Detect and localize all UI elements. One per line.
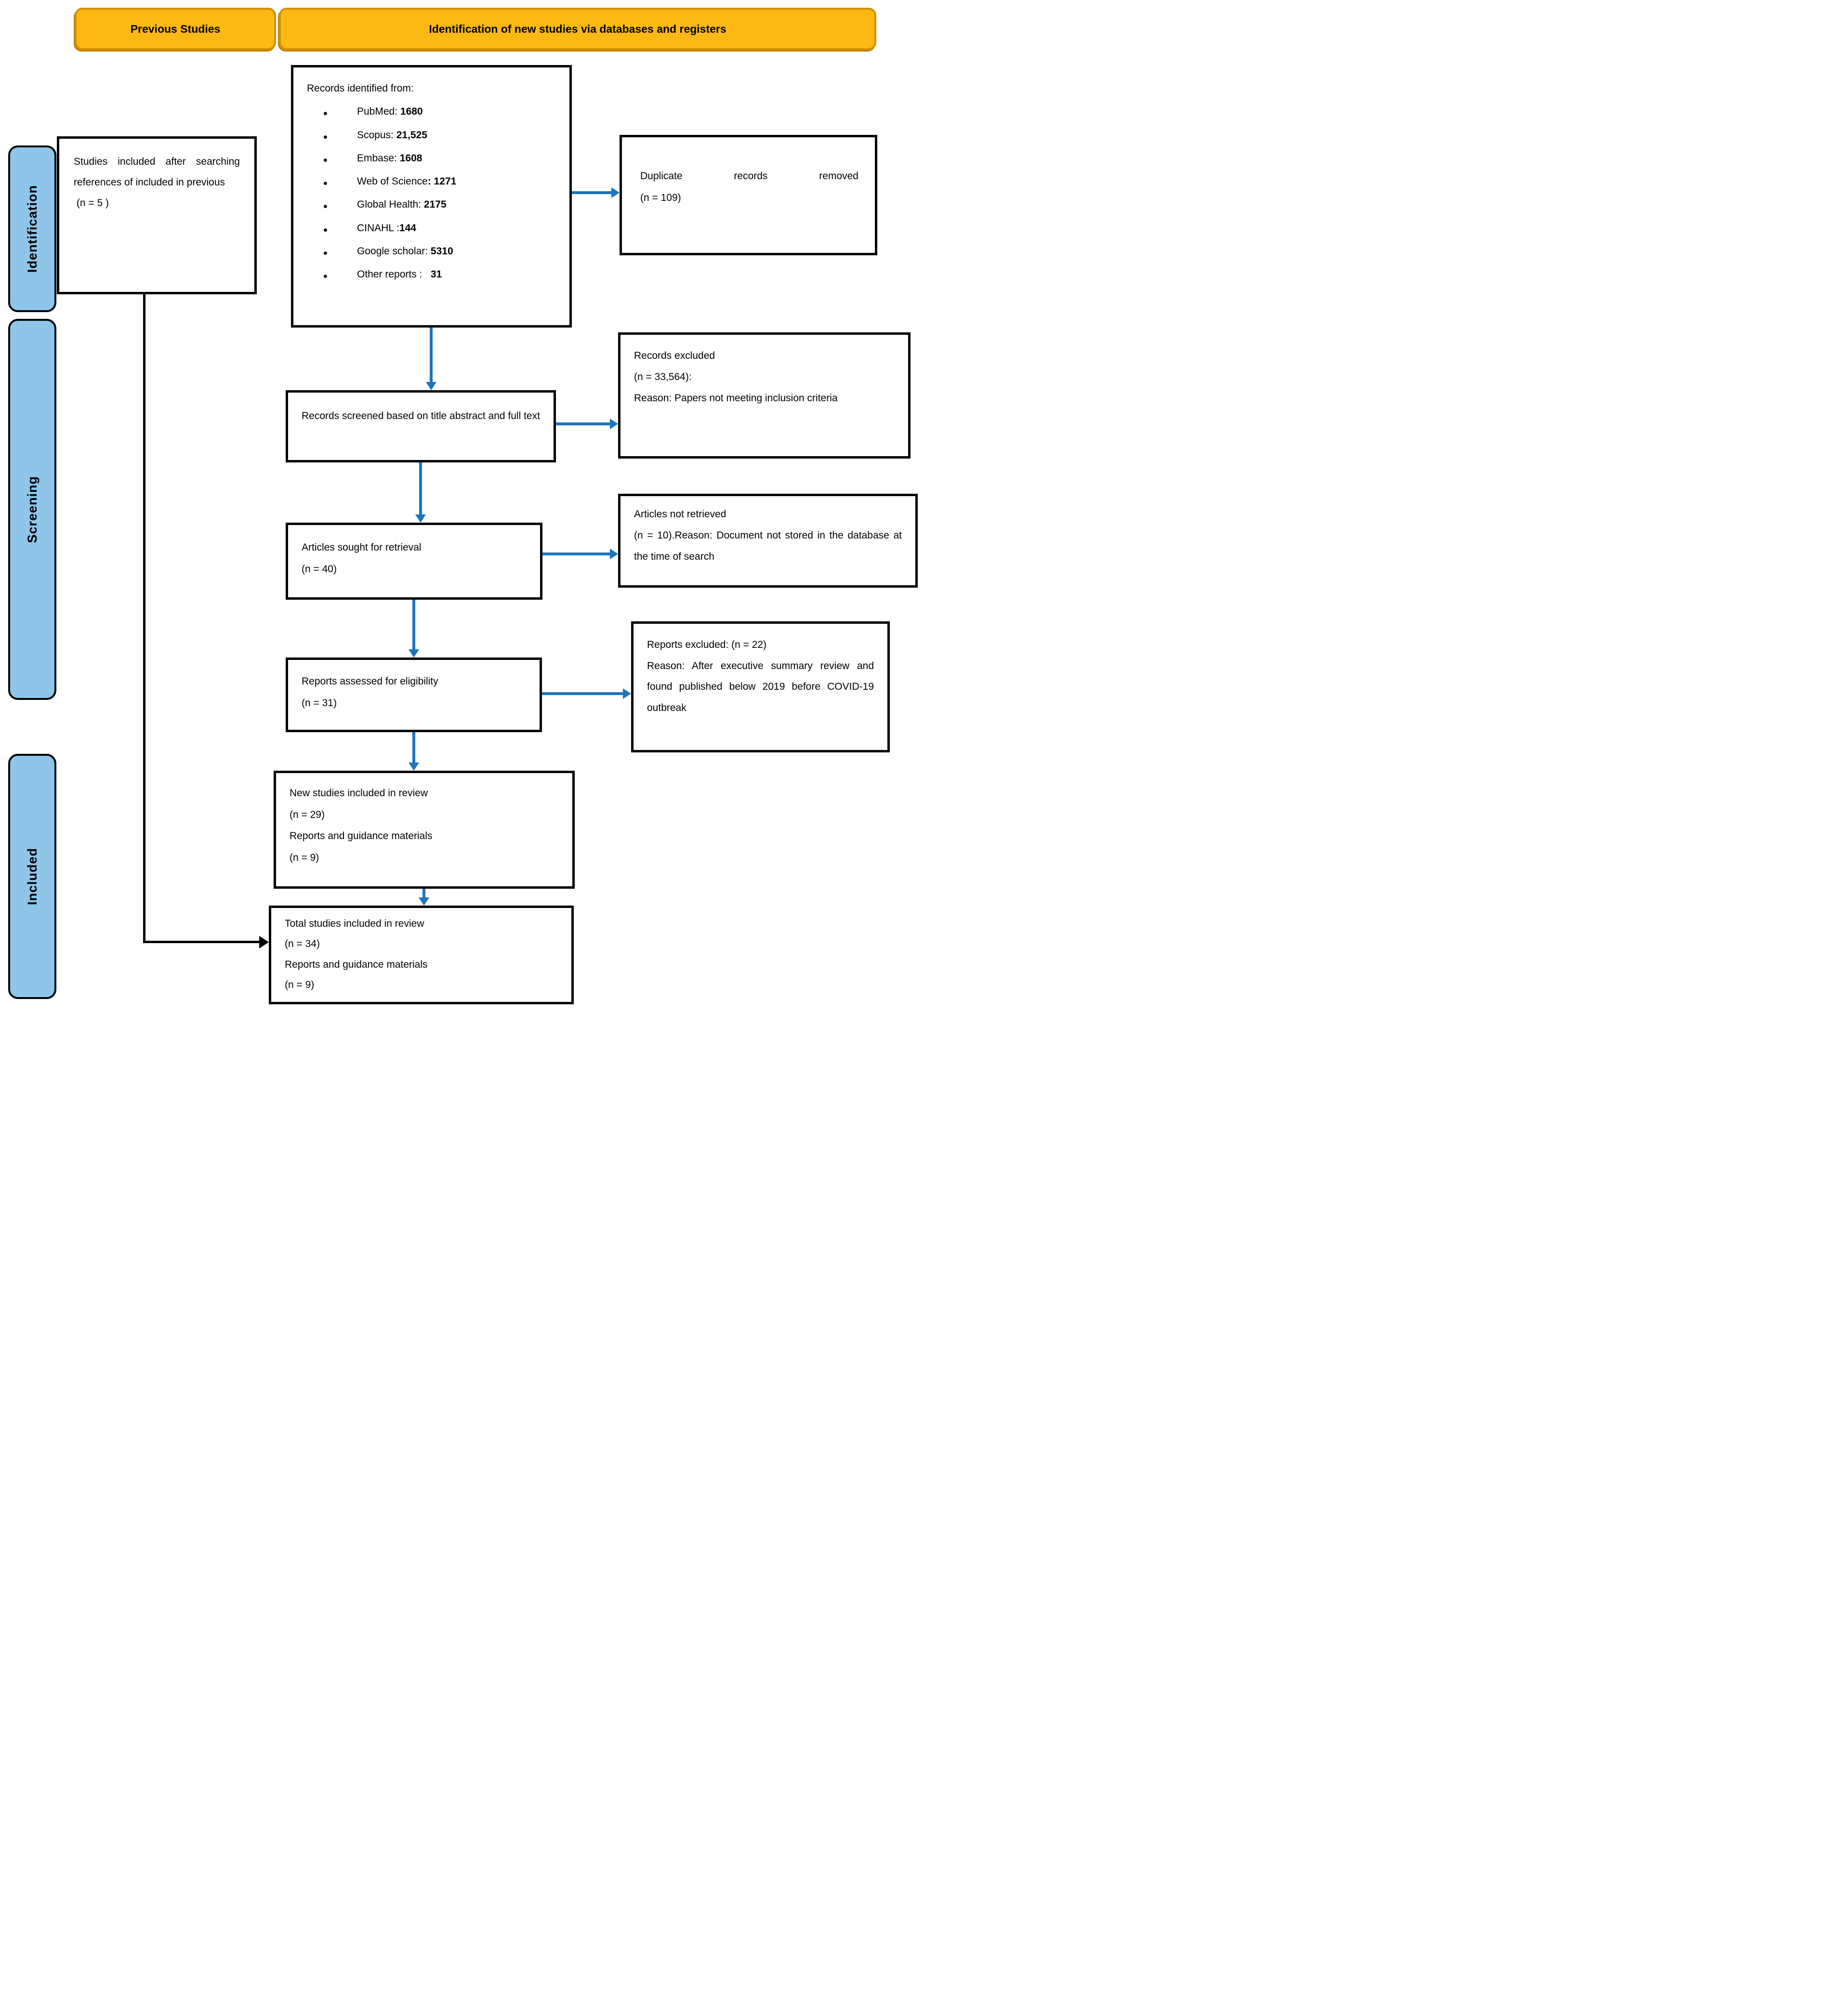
text-line: Reports assessed for eligibility [302,676,438,687]
connector-vertical-line [143,294,145,943]
text-line: (n = 40) [302,564,337,575]
arrow-right-icon [610,419,618,429]
header-identification-label: Identification of new studies via databa… [429,22,726,35]
stage-identification-label: Identification [25,185,40,273]
database-item: Google scholar: 5310 [307,240,556,268]
text-line: Records excluded [634,350,715,361]
database-item: Web of Science: 1271 [307,170,556,198]
arrow-down-icon [415,514,426,523]
box-reports-assessed: Reports assessed for eligibility (n = 31) [286,658,542,732]
text-line: (n = 9) [285,979,315,991]
prisma-flow-diagram: Previous Studies Identification of new s… [0,0,924,1006]
text-line: Reason: Papers not meeting inclusion cri… [634,393,838,404]
stage-screening-label: Screening [25,475,40,543]
arrow-shaft [412,732,415,763]
text-line: Duplicate records removed [640,171,858,182]
arrow-shaft [412,600,415,650]
text-line: New studies included in review [290,788,428,799]
arrow-shaft [542,692,623,695]
arrow-down-icon [419,897,429,906]
database-item: Scopus: 21,525 [307,124,556,152]
text-line: (n = 9) [290,852,319,863]
box-articles-not-retrieved: Articles not retrieved (n = 10).Reason: D… [618,494,918,588]
arrow-shaft [422,889,425,898]
text-line: (n = 29) [290,809,325,820]
connector-horizontal-line [143,941,259,943]
text-line: Reports and guidance materials [290,830,433,842]
box-articles-sought: Articles sought for retrieval (n = 40) [286,523,542,600]
arrow-right-icon [623,688,631,699]
database-item: Embase: 1608 [307,147,556,175]
arrow-shaft [556,422,610,425]
text-line: (n = 33,564): [634,371,692,383]
text-line: Records screened based on title abstract… [302,410,540,421]
arrow-shaft [542,552,610,555]
text-line: (n = 31) [302,697,337,709]
arrow-down-icon [409,763,419,771]
text-line: Reports and guidance materials [285,959,428,970]
text-line: Reports excluded: (n = 22) [647,639,767,650]
header-identification-new-studies: Identification of new studies via databa… [279,8,876,50]
arrow-shaft [419,462,422,515]
database-item: CINAHL :144 [307,217,556,245]
stage-included: Included [8,754,56,999]
text-line: (n = 34) [285,938,320,950]
box-reports-excluded: Reports excluded: (n = 22) Reason: After … [631,621,890,752]
box-records-excluded: Records excluded (n = 33,564): Reason: Pap… [618,332,911,459]
arrow-shaft [430,328,433,382]
text-line: (n = 10).Reason: Document not stored in … [634,530,902,563]
text-line: Articles not retrieved [634,509,726,520]
text-line: (n = 109) [640,192,681,204]
text-line: Total studies included in review [285,918,424,929]
box-new-studies-included: New studies included in review (n = 29) Re… [274,771,575,889]
arrow-right-icon [610,549,618,559]
box-previous-studies-included: Studies included after searching referen… [57,136,257,294]
database-item: Other reports : 31 [307,263,556,291]
text-line: Reason: After executive summary review a… [647,660,874,714]
text-line: Studies included after searching referen… [74,156,240,188]
records-identified-title: Records identified from: [307,83,414,94]
header-previous-studies: Previous Studies [75,8,276,50]
header-previous-studies-label: Previous Studies [130,22,221,35]
database-item: PubMed: 1680 [307,100,556,128]
database-item: Global Health: 2175 [307,193,556,221]
database-list: PubMed: 1680Scopus: 21,525Embase: 1608We… [307,100,556,291]
stage-included-label: Included [25,847,40,905]
stage-screening: Screening [8,319,56,700]
box-total-studies-included: Total studies included in review (n = 34)… [269,906,574,1004]
stage-identification: Identification [8,145,56,312]
arrow-down-icon [409,649,419,658]
box-records-screened: Records screened based on title abstract… [286,390,556,462]
arrow-right-icon [259,936,269,948]
box-records-identified: Records identified from: PubMed: 1680Sco… [291,65,572,328]
arrow-shaft [572,191,611,194]
arrow-down-icon [426,382,436,390]
arrow-right-icon [611,187,620,198]
text-line: (n = 5 ) [74,197,109,209]
text-line: Articles sought for retrieval [302,542,422,553]
box-duplicate-records-removed: Duplicate records removed (n = 109) [620,135,877,255]
